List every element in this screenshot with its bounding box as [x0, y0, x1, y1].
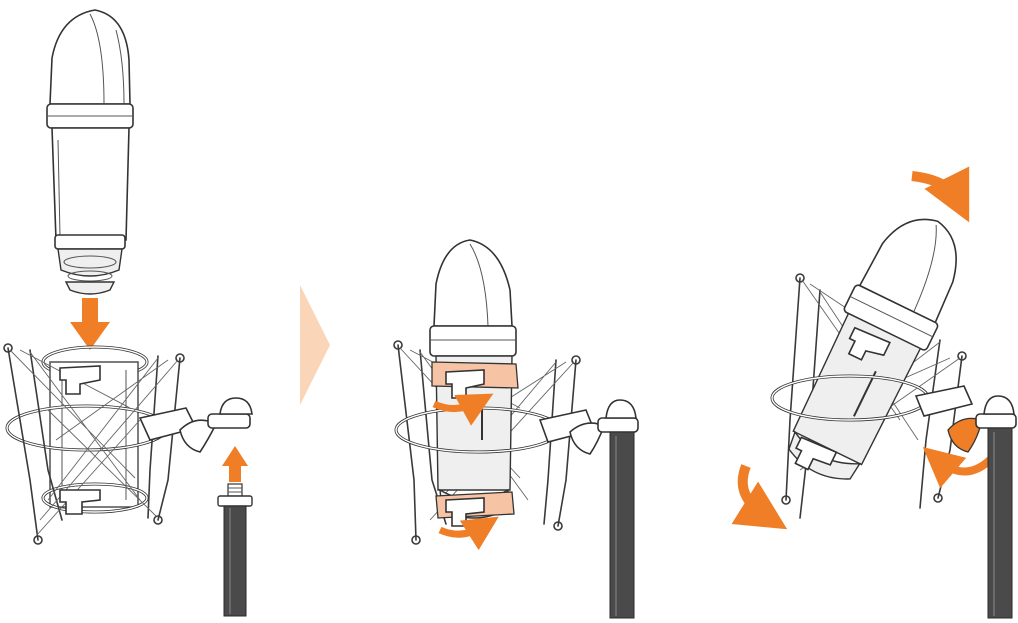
shock-mount: [3, 343, 253, 545]
up-arrow-icon: [222, 446, 248, 482]
rotate-arrow-icon: [438, 516, 499, 551]
mic-stand: [987, 427, 1013, 619]
step-3-panel: [731, 166, 1017, 619]
mic-stand: [609, 431, 635, 619]
lock-knob: [947, 417, 983, 453]
rotate-arrow-icon: [911, 166, 970, 223]
chevron-right-icon: [300, 285, 330, 405]
rotate-arrow-icon: [432, 393, 494, 426]
rotate-arrow-icon: [922, 446, 995, 489]
step-1-panel: [3, 9, 253, 617]
microphone: [46, 9, 134, 295]
mic-stand: [217, 483, 253, 617]
microphone: [788, 218, 957, 480]
step-2-panel: [393, 239, 639, 619]
lower-clamp: [435, 491, 515, 527]
down-arrow-icon: [70, 298, 110, 350]
rotate-arrow-icon: [731, 464, 788, 530]
